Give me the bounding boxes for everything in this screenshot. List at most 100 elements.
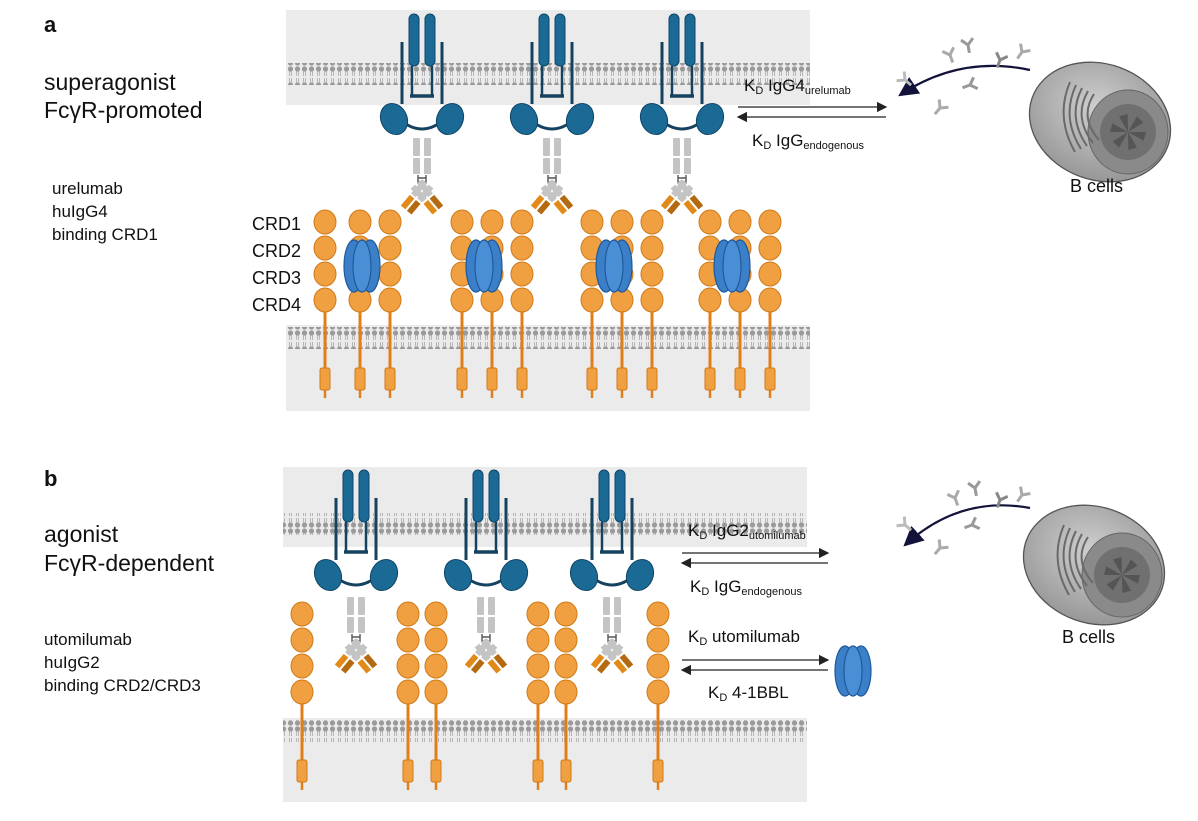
receptor-4-1bb bbox=[290, 601, 314, 790]
fc-domain bbox=[614, 597, 621, 615]
secretion-arrow bbox=[903, 504, 1031, 547]
crd-domain bbox=[510, 261, 534, 287]
b-cell bbox=[896, 480, 1166, 626]
crd-domain bbox=[313, 261, 337, 287]
free-ligand-trimer bbox=[834, 645, 872, 697]
fab-arm bbox=[334, 638, 368, 674]
crd-domain bbox=[510, 287, 534, 313]
secreted-antibody bbox=[946, 489, 960, 507]
crd-domain bbox=[526, 653, 550, 679]
intracellular-domain bbox=[764, 367, 776, 391]
intracellular-domain bbox=[319, 367, 331, 391]
panel-a-scene bbox=[286, 10, 810, 411]
er-membrane bbox=[1086, 93, 1100, 141]
fcgr-receptor bbox=[379, 13, 465, 136]
fc-domain bbox=[684, 138, 691, 156]
crd-domain bbox=[728, 209, 752, 235]
intracellular-domain bbox=[616, 367, 628, 391]
crd-domain bbox=[554, 653, 578, 679]
fc-domain bbox=[554, 138, 561, 156]
igg-antibody bbox=[464, 597, 508, 674]
ligand-trimer bbox=[713, 239, 751, 293]
crd-domain bbox=[450, 287, 474, 313]
crd4-label: CRD4 bbox=[252, 295, 302, 315]
fcgr-tm-helix bbox=[358, 469, 370, 523]
fcgr-ig-domain bbox=[443, 558, 473, 592]
intracellular-domain bbox=[430, 759, 442, 783]
secreted-antibody bbox=[896, 516, 913, 532]
er-membrane bbox=[1068, 530, 1082, 590]
fcgr-ig-domain bbox=[435, 102, 465, 136]
secreted-antibody bbox=[961, 76, 979, 90]
crd-domain bbox=[290, 627, 314, 653]
igg-antibody bbox=[660, 138, 704, 215]
ligand-trimer bbox=[595, 239, 633, 293]
receptor-4-1bb bbox=[646, 601, 670, 790]
crd-domain bbox=[396, 627, 420, 653]
fcgr-ig-domain bbox=[695, 102, 725, 136]
fc-domain bbox=[543, 138, 550, 156]
igg-antibody bbox=[400, 138, 444, 215]
intracellular-domain bbox=[532, 759, 544, 783]
panel-b-isotype: huIgG2 bbox=[44, 653, 100, 672]
fcgr-receptor bbox=[569, 469, 655, 592]
fc-domain bbox=[543, 158, 550, 174]
intracellular-domain bbox=[646, 367, 658, 391]
crd-domain bbox=[396, 601, 420, 627]
crd-domain bbox=[646, 653, 670, 679]
receptor-4-1bb bbox=[424, 601, 448, 790]
chromatin bbox=[1128, 116, 1144, 132]
crd-domain bbox=[313, 235, 337, 261]
receptor-4-1bb bbox=[554, 601, 578, 790]
crd-domain bbox=[348, 209, 372, 235]
panel-a-binding-site: binding CRD1 bbox=[52, 225, 158, 244]
receptor-4-1bb bbox=[378, 209, 402, 398]
fcgr-ig-domain bbox=[379, 102, 409, 136]
fc-domain bbox=[358, 597, 365, 615]
intracellular-domain bbox=[734, 367, 746, 391]
panel-a-title-line1: superagonist bbox=[44, 69, 176, 95]
panel-b-title-line1: agonist bbox=[44, 521, 119, 547]
kd-4-1bbl-label: KD 4-1BBL bbox=[708, 683, 789, 704]
crd-domain bbox=[290, 679, 314, 705]
kd-igg4-urelumab-label: KD IgG4urelumab bbox=[744, 76, 851, 97]
receptor-4-1bb bbox=[510, 209, 534, 398]
crd-domain bbox=[396, 679, 420, 705]
crd-domain bbox=[510, 235, 534, 261]
crd-domain bbox=[640, 261, 664, 287]
intracellular-domain bbox=[384, 367, 396, 391]
secreted-antibody bbox=[933, 539, 949, 556]
fcgr-receptor bbox=[313, 469, 399, 592]
secreted-antibody bbox=[995, 491, 1009, 509]
fab-arm bbox=[660, 179, 694, 215]
kd-igg-endogenous-label-a: KD IgGendogenous bbox=[752, 131, 864, 152]
b-cell bbox=[896, 37, 1172, 183]
hinge bbox=[351, 634, 361, 643]
crd-domain bbox=[554, 679, 578, 705]
crd-domain bbox=[554, 627, 578, 653]
fcgr-tm-helix bbox=[614, 469, 626, 523]
equilibrium-arrows-a bbox=[736, 101, 888, 123]
receptor-4-1bb bbox=[758, 209, 782, 398]
receptor-4-1bb bbox=[698, 209, 722, 398]
fcgr-tm-helix bbox=[424, 13, 436, 67]
fab-arm bbox=[400, 179, 434, 215]
crd-domain bbox=[378, 235, 402, 261]
fab-arm bbox=[464, 638, 498, 674]
fc-domain bbox=[488, 617, 495, 633]
secreted-antibody bbox=[967, 480, 982, 497]
crd-domain bbox=[698, 287, 722, 313]
panel-a-antibody-name: urelumab bbox=[52, 179, 123, 198]
er-membrane bbox=[1056, 524, 1070, 596]
intracellular-domain bbox=[586, 367, 598, 391]
hinge bbox=[481, 634, 491, 643]
ligand-trimer bbox=[465, 239, 503, 293]
intracellular-domain bbox=[296, 759, 308, 783]
igg-antibody bbox=[590, 597, 634, 674]
panel-b-letter: b bbox=[44, 466, 58, 491]
igg-antibody bbox=[334, 597, 378, 674]
fc-domain bbox=[614, 617, 621, 633]
hinge bbox=[677, 175, 687, 184]
crd-domain bbox=[758, 235, 782, 261]
panel-a-isotype: huIgG4 bbox=[52, 202, 108, 221]
